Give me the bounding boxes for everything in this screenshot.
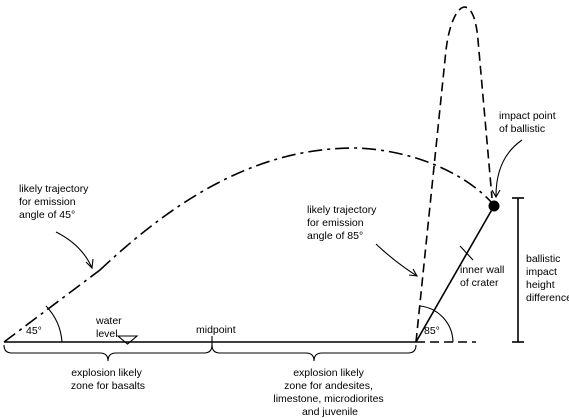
label-angle-85: 85° [424, 325, 440, 337]
impact-point-marker [488, 200, 500, 212]
arrow-impact [495, 139, 523, 197]
trajectory-85 [415, 6, 493, 343]
inner-wall-of-crater [415, 205, 495, 343]
brace-andesites [211, 344, 417, 362]
label-height-line1: ballistic [526, 253, 560, 265]
label-height-difference: ballistic impact height difference [526, 253, 569, 304]
label-zone-andesites-line4: and juvenile [302, 406, 358, 418]
water-level-marker [116, 335, 139, 345]
label-impact-line1: impact point [499, 110, 556, 122]
label-zone-andesites-line2: zone for andesites, [284, 380, 373, 392]
label-traj85: likely trajectory for emission angle of … [307, 204, 379, 242]
label-water-line1: water [95, 315, 122, 327]
label-impact-point: impact point of ballistic [499, 110, 559, 135]
label-water-level: water level [95, 315, 125, 340]
label-water-line2: level [96, 328, 118, 340]
arrow-inner-wall [459, 245, 474, 261]
label-zone-basalts: explosion likely zone for basalts [71, 367, 145, 392]
angle-arc-45 [45, 305, 63, 343]
label-traj45: likely trajectory for emission angle of … [19, 183, 91, 221]
label-zone-andesites-line3: limestone, microdiorites [273, 393, 383, 405]
label-traj45-line1: likely trajectory [19, 183, 89, 195]
label-impact-line2: of ballistic [499, 123, 545, 135]
label-height-line3: height [526, 279, 555, 291]
label-midpoint: midpoint [196, 324, 236, 336]
label-height-line2: impact [526, 266, 557, 278]
arrow-traj85 [375, 243, 418, 277]
arrow-traj45-head [85, 258, 94, 270]
angle-arc-85 [419, 305, 454, 343]
label-zone-andesites: explosion likely zone for andesites, lim… [273, 367, 386, 418]
label-inner-wall-line1: inner wall [460, 264, 504, 276]
label-traj45-line2: for emission [19, 196, 76, 208]
label-inner-wall-line2: of crater [460, 277, 499, 289]
label-traj85-line1: likely trajectory [307, 204, 377, 216]
label-zone-basalts-line1: explosion likely [71, 367, 142, 379]
arrow-traj85-head [408, 268, 419, 277]
arrow-impact-head [491, 189, 501, 199]
label-traj85-line3: angle of 85° [307, 230, 363, 242]
label-traj85-line2: for emission [307, 217, 364, 229]
label-traj45-line3: angle of 45° [19, 209, 75, 221]
label-zone-basalts-line2: zone for basalts [71, 380, 145, 392]
launch-line-45 [3, 269, 101, 343]
brace-basalts [3, 344, 213, 362]
trajectory-45 [99, 147, 493, 271]
label-zone-andesites-line1: explosion likely [293, 367, 364, 379]
label-height-line4: difference [526, 292, 569, 304]
label-inner-wall: inner wall of crater [460, 264, 507, 289]
arrow-traj45 [55, 231, 93, 269]
label-angle-45: 45° [26, 325, 42, 337]
